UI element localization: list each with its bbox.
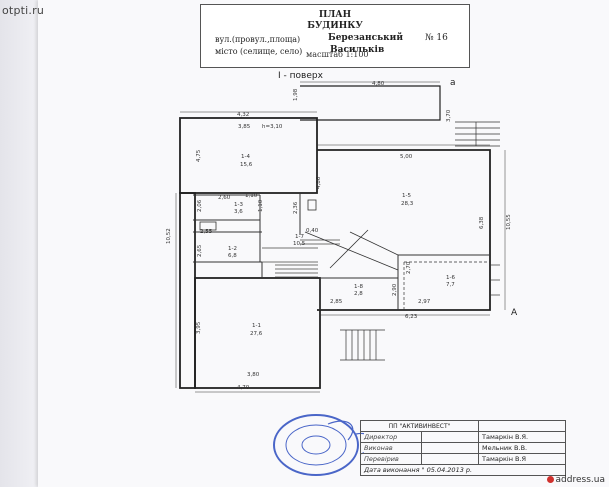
watermark-top: otpti.ru — [2, 4, 44, 17]
svg-text:7,7: 7,7 — [446, 282, 455, 288]
dim-385: 3,85 — [238, 124, 251, 130]
room-1-1: 1-1 27,6 — [250, 323, 263, 337]
dim-638: 6,38 — [479, 216, 485, 229]
dim-198: 1,98 — [293, 88, 299, 101]
dim-395: 3,95 — [196, 321, 202, 334]
svg-text:1-5: 1-5 — [402, 193, 411, 199]
city-value: Васильків — [330, 45, 385, 55]
dim-623: 6,23 — [405, 314, 418, 320]
room-1-2: 1-2 6,8 — [228, 246, 237, 259]
dim-1055: 10,55 — [506, 214, 512, 230]
title: ПЛАН — [318, 10, 352, 20]
execution-date: Дата виконання " 05.04.2013 р. — [360, 464, 566, 476]
logo-dot-icon — [546, 476, 554, 483]
dim-260: 2,60 — [218, 195, 231, 201]
dim-432: 4,32 — [237, 112, 249, 118]
dim-500: 5,00 — [400, 154, 413, 160]
svg-text:1-2: 1-2 — [228, 246, 237, 252]
subtitle: БУДИНКУ — [307, 21, 363, 31]
svg-text:1-4: 1-4 — [241, 154, 250, 160]
dim-380: 3,80 — [247, 372, 260, 378]
street-label: вул.(провул.,площа) — [215, 35, 301, 44]
dim-265: 2,65 — [197, 244, 203, 257]
room-1-4: 1-4 15,6 — [240, 154, 253, 168]
dim-480: 4,80 — [372, 81, 385, 87]
dim-255: 2,55 — [200, 229, 213, 235]
dim-475: 4,75 — [196, 149, 202, 162]
svg-text:27,6: 27,6 — [250, 331, 263, 337]
dim-1052: 10,52 — [166, 228, 172, 244]
watermark-bottom-text: address.ua — [555, 475, 605, 485]
signature-row: Виконав Мельник В.В. — [360, 442, 566, 454]
dim-040: 0,40 — [306, 228, 319, 234]
svg-text:6,8: 6,8 — [228, 253, 237, 259]
room-1-7: 1-7 10,5 — [293, 234, 306, 247]
title-block: ПЛАН БУДИНКУ вул.(провул.,площа) Березан… — [200, 4, 470, 68]
svg-text:1-6: 1-6 — [446, 275, 455, 281]
org-name: ПП "АКТИВИНВЕСТ" — [360, 420, 479, 432]
dim-290: 2,90 — [392, 283, 398, 296]
dim-206: 2,06 — [197, 199, 203, 212]
dim-486: 4,86 — [316, 176, 322, 189]
svg-text:1-7: 1-7 — [295, 234, 304, 240]
house-number: № 16 — [425, 33, 448, 43]
dim-110b: 1,10 — [258, 199, 264, 212]
room-1-3: 1-3 3,6 — [234, 202, 243, 215]
watermark-bottom: address.ua — [546, 475, 605, 485]
street-value: Березанський — [328, 33, 404, 43]
svg-text:1-1: 1-1 — [252, 323, 261, 329]
dim-297: 2,97 — [418, 299, 431, 305]
scale-label: масштаб 1:100 — [306, 50, 369, 59]
signature-block: ПП "АКТИВИНВЕСТ" Директор Тамаркін В.Я. … — [360, 420, 566, 476]
room-1-5: 1-5 28,3 — [401, 193, 414, 207]
signature-row: Директор Тамаркін В.Я. — [360, 431, 566, 443]
svg-text:2,8: 2,8 — [354, 291, 363, 297]
dim-270: 2,70 — [406, 261, 412, 274]
mark-a: а — [450, 78, 456, 88]
dim-470: 4,70 — [237, 385, 250, 391]
room-1-6: 1-6 7,7 — [446, 275, 455, 288]
round-stamp — [273, 414, 364, 476]
signature-row: Перевірив Тамаркін В.Я — [360, 453, 566, 465]
room-wall-1-4 — [179, 117, 318, 194]
page-fold-shadow — [0, 0, 40, 487]
city-label: місто (селище, село) — [215, 47, 303, 56]
svg-text:1-8: 1-8 — [354, 284, 363, 290]
floor-label: I - поверх — [278, 71, 323, 81]
dim-110: 1,10 — [245, 193, 258, 199]
room-1-8: 1-8 2,8 — [354, 284, 363, 297]
dim-236: 2,36 — [293, 201, 299, 214]
svg-text:28,3: 28,3 — [401, 201, 414, 207]
dim-285: 2,85 — [330, 299, 343, 305]
svg-text:3,6: 3,6 — [234, 209, 243, 215]
svg-text:15,6: 15,6 — [240, 162, 253, 168]
svg-text:10,5: 10,5 — [293, 241, 306, 247]
mark-A: А — [511, 308, 518, 318]
svg-text:1-3: 1-3 — [234, 202, 243, 208]
dim-370: 3,70 — [446, 109, 452, 122]
dim-h310: h=3,10 — [262, 124, 283, 130]
document-page — [38, 0, 609, 487]
